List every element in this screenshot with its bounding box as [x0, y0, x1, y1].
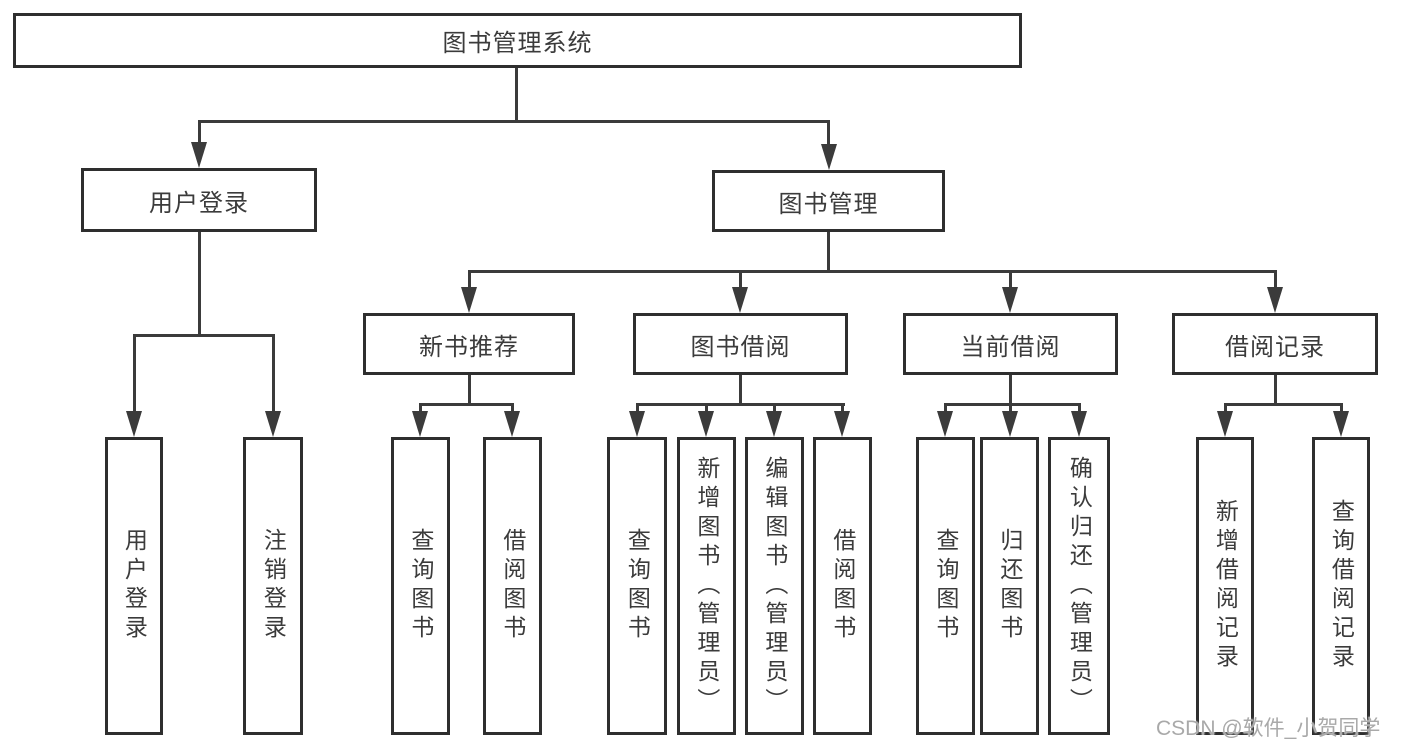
- connector-leaf-drop: [704, 403, 708, 414]
- connector-cbm-stem: [1008, 375, 1012, 406]
- leaf-logout: 注销登录: [243, 437, 303, 735]
- connector-book-mgmt-stem: [827, 232, 830, 270]
- node-label: 当前借阅: [960, 333, 1061, 361]
- leaf-label: 注销登录: [260, 528, 287, 644]
- leaf-label: 借阅图书: [499, 528, 526, 644]
- node-label: 图书管理系统: [442, 30, 593, 57]
- connector-leaf-drop: [635, 403, 639, 414]
- arrowhead-leaf: [1217, 411, 1233, 437]
- leaf-bb-query-book: 查询图书: [607, 437, 667, 735]
- leaf-label: 归还图书: [996, 528, 1023, 644]
- leaf-bb-edit-book-admin: 编辑图书（管理员）: [745, 437, 804, 735]
- connector-leaf-user-login-drop: [132, 334, 136, 413]
- leaf-br-add-record: 新增借阅记录: [1196, 437, 1254, 735]
- connector-leaf-drop: [1223, 403, 1227, 414]
- connector-user-login-stem: [197, 232, 201, 334]
- arrowhead-current-borrowing: [1002, 287, 1018, 313]
- arrowhead-leaf: [504, 411, 520, 437]
- leaf-label: 查询图书: [624, 528, 651, 644]
- connector-leaf-drop: [1339, 403, 1343, 414]
- connector-leaf-logout-drop: [271, 334, 275, 413]
- node-book-borrowing: 图书借阅: [633, 313, 848, 375]
- connector-leaf-drop: [418, 403, 422, 414]
- connector-leaf-drop: [943, 403, 947, 414]
- connector-user-login-drop: [197, 120, 201, 146]
- arrowhead-leaf: [629, 411, 645, 437]
- arrowhead-leaf: [937, 411, 953, 437]
- node-borrowing-records: 借阅记录: [1172, 313, 1378, 375]
- arrowhead-leaf: [1002, 411, 1018, 437]
- node-new-book-recommend: 新书推荐: [363, 313, 575, 375]
- connector-brm-stem: [1273, 375, 1277, 406]
- node-book-management: 图书管理: [712, 170, 945, 232]
- arrowhead-leaf: [698, 411, 714, 437]
- connector-cb-drop: [1008, 270, 1012, 291]
- connector-level1-bar: [197, 120, 830, 123]
- node-label: 借阅记录: [1225, 333, 1325, 361]
- connector-nbr-stem: [467, 375, 471, 406]
- leaf-bb-add-book-admin: 新增图书（管理员）: [677, 437, 736, 735]
- leaf-cb-query-book: 查询图书: [916, 437, 975, 735]
- connector-br-drop: [1273, 270, 1277, 291]
- leaf-label: 编辑图书（管理员）: [761, 455, 788, 717]
- arrowhead-leaf: [1333, 411, 1349, 437]
- node-root: 图书管理系统: [13, 13, 1022, 68]
- leaf-bb-borrow-book: 借阅图书: [813, 437, 872, 735]
- leaf-nbr-query-book: 查询图书: [391, 437, 450, 735]
- node-label: 图书管理: [778, 190, 879, 218]
- arrowhead-new-book-recommend: [461, 287, 477, 313]
- node-label: 新书推荐: [419, 333, 519, 361]
- connector-bbm-leafbar: [635, 403, 845, 406]
- node-label: 用户登录: [149, 189, 249, 217]
- connector-nbr-drop: [467, 270, 471, 291]
- connector-bbm-stem: [738, 375, 742, 406]
- connector-leaf-drop: [1008, 403, 1012, 414]
- arrowhead-leaf: [1071, 411, 1087, 437]
- arrowhead-leaf: [766, 411, 782, 437]
- leaf-label: 查询借阅记录: [1328, 499, 1355, 673]
- csdn-watermark: CSDN @软件_小贺同学: [1156, 717, 1381, 740]
- node-current-borrowing: 当前借阅: [903, 313, 1118, 375]
- node-label: 图书借阅: [690, 333, 791, 361]
- leaf-br-query-record: 查询借阅记录: [1312, 437, 1370, 735]
- arrowhead-borrowing-records: [1267, 287, 1283, 313]
- leaf-label: 新增图书（管理员）: [693, 455, 720, 717]
- leaf-label: 确认归还（管理员）: [1066, 455, 1093, 717]
- leaf-label: 用户登录: [121, 528, 148, 644]
- leaf-label: 查询图书: [932, 528, 959, 644]
- connector-leaf-drop: [840, 403, 844, 414]
- arrowhead-book-mgmt: [820, 144, 837, 170]
- connector-level2-bar: [467, 270, 1277, 273]
- connector-nbr-leafbar: [418, 403, 514, 406]
- leaf-cb-confirm-return-admin: 确认归还（管理员）: [1048, 437, 1110, 735]
- connector-leaf-drop: [1077, 403, 1081, 414]
- leaf-nbr-borrow-book: 借阅图书: [483, 437, 542, 735]
- leaf-user-login: 用户登录: [105, 437, 163, 735]
- connector-cbm-leafbar: [943, 403, 1081, 406]
- arrowhead-book-borrowing: [732, 287, 748, 313]
- connector-bb-drop: [738, 270, 742, 291]
- connector-leaf-drop: [772, 403, 776, 414]
- connector-user-login-bar: [132, 334, 275, 337]
- leaf-cb-return-book: 归还图书: [980, 437, 1039, 735]
- connector-root-stem: [514, 68, 518, 120]
- connector-leaf-drop: [510, 403, 514, 414]
- arrowhead-leaf-logout: [265, 411, 281, 437]
- connector-brm-leafbar: [1223, 403, 1343, 406]
- arrowhead-leaf: [834, 411, 850, 437]
- leaf-label: 新增借阅记录: [1212, 499, 1239, 673]
- node-user-login: 用户登录: [81, 168, 317, 232]
- arrowhead-user-login: [191, 142, 207, 168]
- connector-book-mgmt-drop: [827, 120, 830, 148]
- arrowhead-leaf: [412, 411, 428, 437]
- leaf-label: 借阅图书: [829, 528, 856, 644]
- leaf-label: 查询图书: [407, 528, 434, 644]
- arrowhead-leaf-user-login: [126, 411, 142, 437]
